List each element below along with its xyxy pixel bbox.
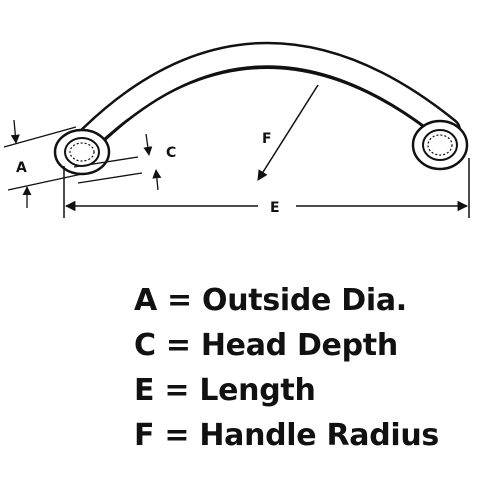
label-e: E [270, 200, 280, 216]
right-wrench-head [411, 119, 469, 171]
dimension-a [3, 119, 83, 208]
wrench-diagram: A C F E [3, 41, 470, 218]
dimension-e [63, 158, 470, 218]
wrench-handle [65, 41, 461, 163]
legend-line-a: A = Outside Dia. [134, 283, 407, 318]
label-a: A [16, 160, 27, 176]
legend-line-f: F = Handle Radius [134, 418, 439, 453]
left-wrench-head [53, 128, 111, 176]
dimension-c [73, 133, 162, 191]
legend-line-e: E = Length [134, 373, 316, 408]
legend-line-c: C = Head Depth [134, 328, 398, 363]
label-c: C [166, 145, 176, 161]
dimension-legend: A = Outside Dia. C = Head Depth E = Leng… [134, 278, 439, 458]
dimension-f [257, 84, 319, 181]
label-f: F [262, 131, 272, 147]
